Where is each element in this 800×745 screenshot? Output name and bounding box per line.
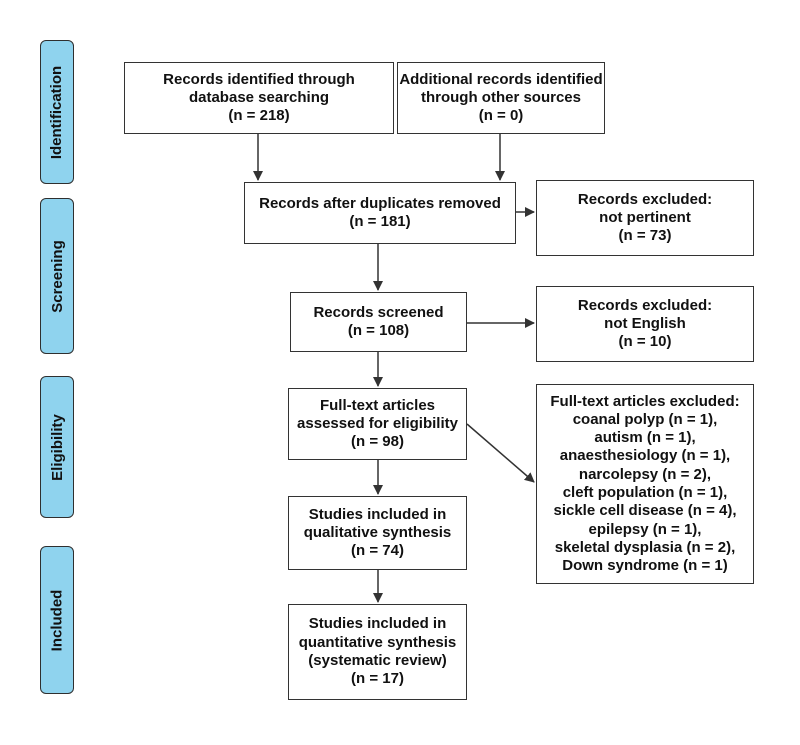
box-line: database searching (188, 88, 330, 106)
box-line: Studies included in (308, 615, 447, 633)
box-fulltext-assessed: Full-text articles assessed for eligibil… (288, 388, 467, 460)
box-line: (n = 74) (351, 542, 404, 560)
box-line: Records after duplicates removed (259, 194, 501, 212)
phase-included-label: Included (48, 589, 66, 651)
box-line: (n = 10) (618, 333, 672, 351)
box-quantitative-synthesis: Studies included in quantitative synthes… (288, 604, 467, 700)
box-line: quantitative synthesis (298, 633, 457, 651)
box-line: Full-text articles excluded: (550, 392, 740, 410)
box-line: cleft population (n = 1), (562, 484, 728, 501)
box-line: narcolepsy (n = 2), (578, 465, 712, 483)
box-line: (n = 73) (618, 227, 672, 245)
box-line: Down syndrome (n = 1) (562, 557, 728, 575)
phase-eligibility-label: Eligibility (48, 413, 66, 481)
box-line: Studies included in (308, 505, 447, 523)
box-line: sickle cell disease (n = 4), (553, 502, 737, 520)
phase-identification-label: Identification (48, 65, 66, 159)
box-records-after-duplicates: Records after duplicates removed (n = 18… (244, 182, 516, 244)
box-qualitative-synthesis: Studies included in qualitative synthesi… (288, 496, 467, 570)
box-line: Records excluded: (577, 296, 713, 314)
box-line: assessed for eligibility (297, 414, 458, 432)
box-line: skeletal dysplasia (n = 2), (554, 538, 736, 556)
box-line: (n = 17) (351, 670, 404, 688)
phase-screening-label: Screening (48, 239, 66, 313)
box-line: epilepsy (n = 1), (588, 520, 702, 538)
phase-screening: Screening (40, 198, 74, 354)
box-line: qualitative synthesis (303, 523, 452, 541)
box-line: (n = 0) (478, 107, 524, 125)
box-excluded-not-pertinent: Records excluded: not pertinent (n = 73) (536, 180, 754, 256)
box-line: (n = 98) (351, 433, 404, 451)
box-fulltext-excluded: Full-text articles excluded: coanal poly… (536, 384, 754, 584)
box-line: coanal polyp (n = 1), (572, 410, 718, 428)
phase-included: Included (40, 546, 74, 694)
box-line: autism (n = 1), (594, 429, 696, 447)
box-line: not English (604, 314, 686, 332)
box-line: (n = 108) (347, 322, 410, 339)
box-line: Full-text articles (319, 396, 436, 414)
phase-identification: Identification (40, 40, 74, 184)
arrow-fulltext-to-excluded (466, 423, 535, 483)
box-line: (n = 218) (228, 107, 290, 125)
box-line: (systematic review) (308, 652, 447, 669)
phase-eligibility: Eligibility (40, 376, 74, 518)
box-line: Additional records identified (399, 70, 603, 88)
box-line: through other sources (420, 88, 581, 106)
box-line: not pertinent (599, 208, 691, 226)
box-excluded-not-english: Records excluded: not English (n = 10) (536, 286, 754, 362)
box-line: Records screened (313, 303, 444, 321)
box-line: Records identified through (163, 70, 355, 88)
box-records-screened: Records screened (n = 108) (290, 292, 467, 352)
box-line: Records excluded: (577, 190, 713, 208)
box-records-other-sources: Additional records identified through ot… (397, 62, 605, 134)
box-records-database-search: Records identified through database sear… (124, 62, 394, 134)
box-line: (n = 181) (349, 213, 411, 230)
box-line: anaesthesiology (n = 1), (559, 447, 731, 465)
